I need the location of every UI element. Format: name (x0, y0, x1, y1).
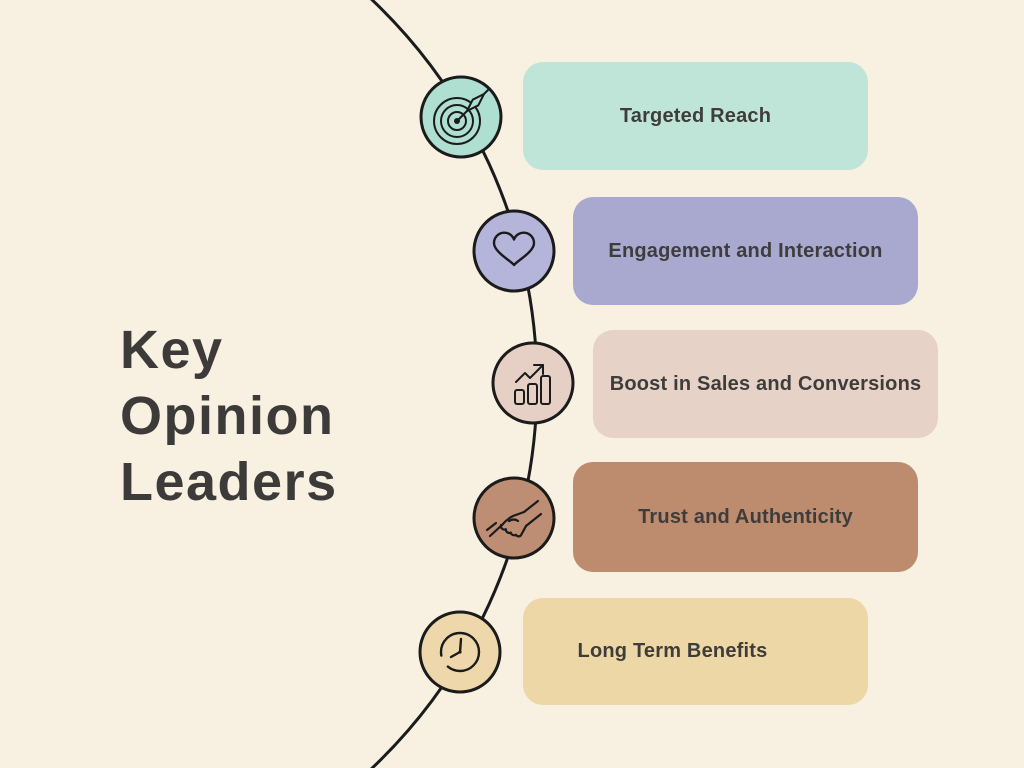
benefit-label: Trust and Authenticity (638, 505, 853, 528)
node-circle (472, 209, 556, 293)
node-engagement (472, 209, 556, 293)
benefit-label: Engagement and Interaction (608, 239, 883, 262)
node-long-term (418, 610, 502, 694)
benefit-box-long-term: Long Term Benefits (523, 598, 868, 705)
dartboard-target-icon (433, 89, 489, 145)
benefit-label: Targeted Reach (619, 104, 772, 127)
benefit-box-sales-boost: Boost in Sales and Conversions (593, 330, 938, 438)
benefit-label: Long Term Benefits (577, 640, 768, 662)
benefit-label: Boost in Sales and Conversions (609, 372, 922, 395)
benefit-box-targeted-reach: Targeted Reach (523, 62, 868, 170)
benefit-box-engagement: Engagement and Interaction (573, 197, 918, 305)
benefit-box-trust: Trust and Authenticity (573, 462, 918, 572)
node-circle (472, 476, 556, 560)
node-targeted-reach (419, 75, 503, 159)
page-title: Key Opinion Leaders (120, 317, 338, 515)
title-line-3: Leaders (120, 452, 338, 512)
node-sales-boost (491, 341, 575, 425)
node-trust (472, 476, 556, 560)
heart-icon (492, 231, 536, 267)
growth-bar-chart-icon (514, 364, 551, 405)
title-line-2: Opinion (120, 386, 335, 446)
title-line-1: Key (120, 320, 224, 380)
handshake-icon (485, 499, 543, 538)
clock-icon (439, 631, 481, 673)
